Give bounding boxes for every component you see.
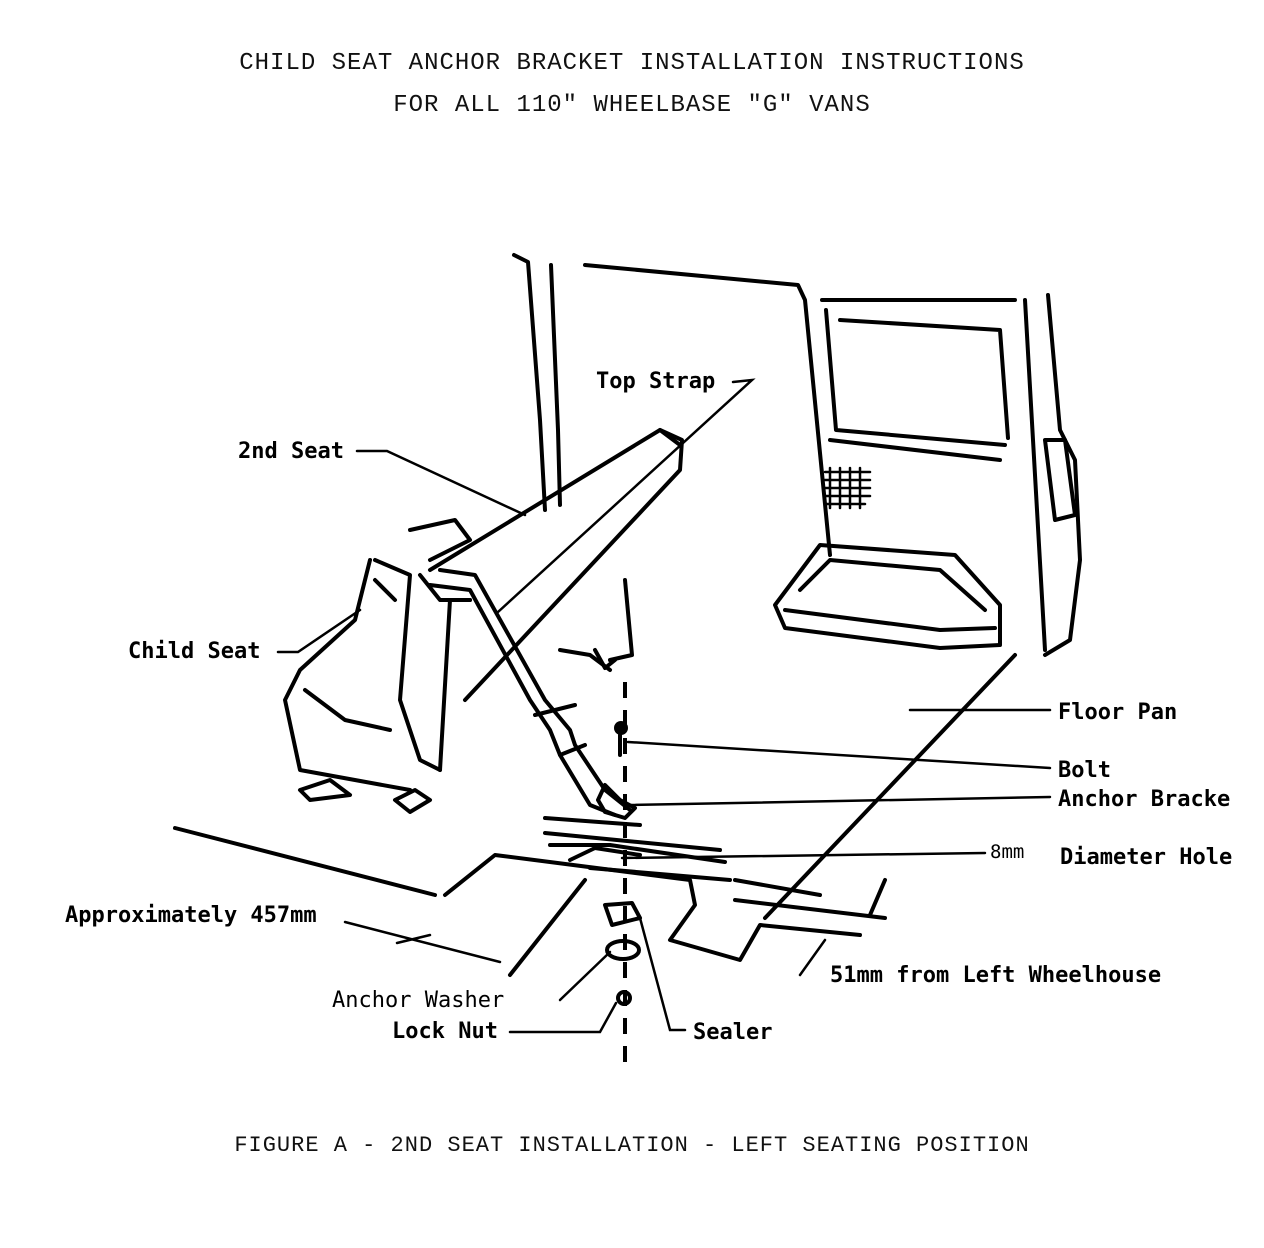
floor-pan-label: Floor Pan [1058,700,1177,725]
lock-nut-icon [616,990,632,1006]
van-body-drawing [512,253,1082,920]
top-strap-label: Top Strap [596,369,715,394]
title-line-2: FOR ALL 110" WHEELBASE "G" VANS [393,92,871,119]
wheelhouse-distance-label: 51mm from Left Wheelhouse [830,963,1161,988]
bolt-head-icon [614,721,628,735]
second-seat-drawing [408,428,684,702]
second-seat-label: 2nd Seat [238,439,344,464]
figure-caption: FIGURE A - 2ND SEAT INSTALLATION - LEFT … [234,1133,1030,1158]
anchor-bracket-label: Anchor Bracke [1058,787,1230,812]
approx-distance-label: Approximately 457mm [65,903,317,928]
sealer-icon [603,901,642,927]
hole-size-label: 8mm [990,841,1024,863]
leader-lines [276,378,1052,1034]
floor-pan-drawing [173,816,887,977]
anchor-washer-label: Anchor Washer [332,988,504,1013]
sealer-label: Sealer [693,1020,772,1045]
bolt-label: Bolt [1058,758,1111,783]
title-line-1: CHILD SEAT ANCHOR BRACKET INSTALLATION I… [239,50,1025,77]
lock-nut-label: Lock Nut [392,1019,498,1044]
anchor-washer-icon [605,939,641,961]
diameter-hole-label: Diameter Hole [1060,845,1232,870]
hardware-stack-drawing [596,682,642,1070]
top-strap-drawing [428,568,632,817]
child-seat-label: Child Seat [128,639,260,664]
child-seat-drawing [283,558,472,814]
